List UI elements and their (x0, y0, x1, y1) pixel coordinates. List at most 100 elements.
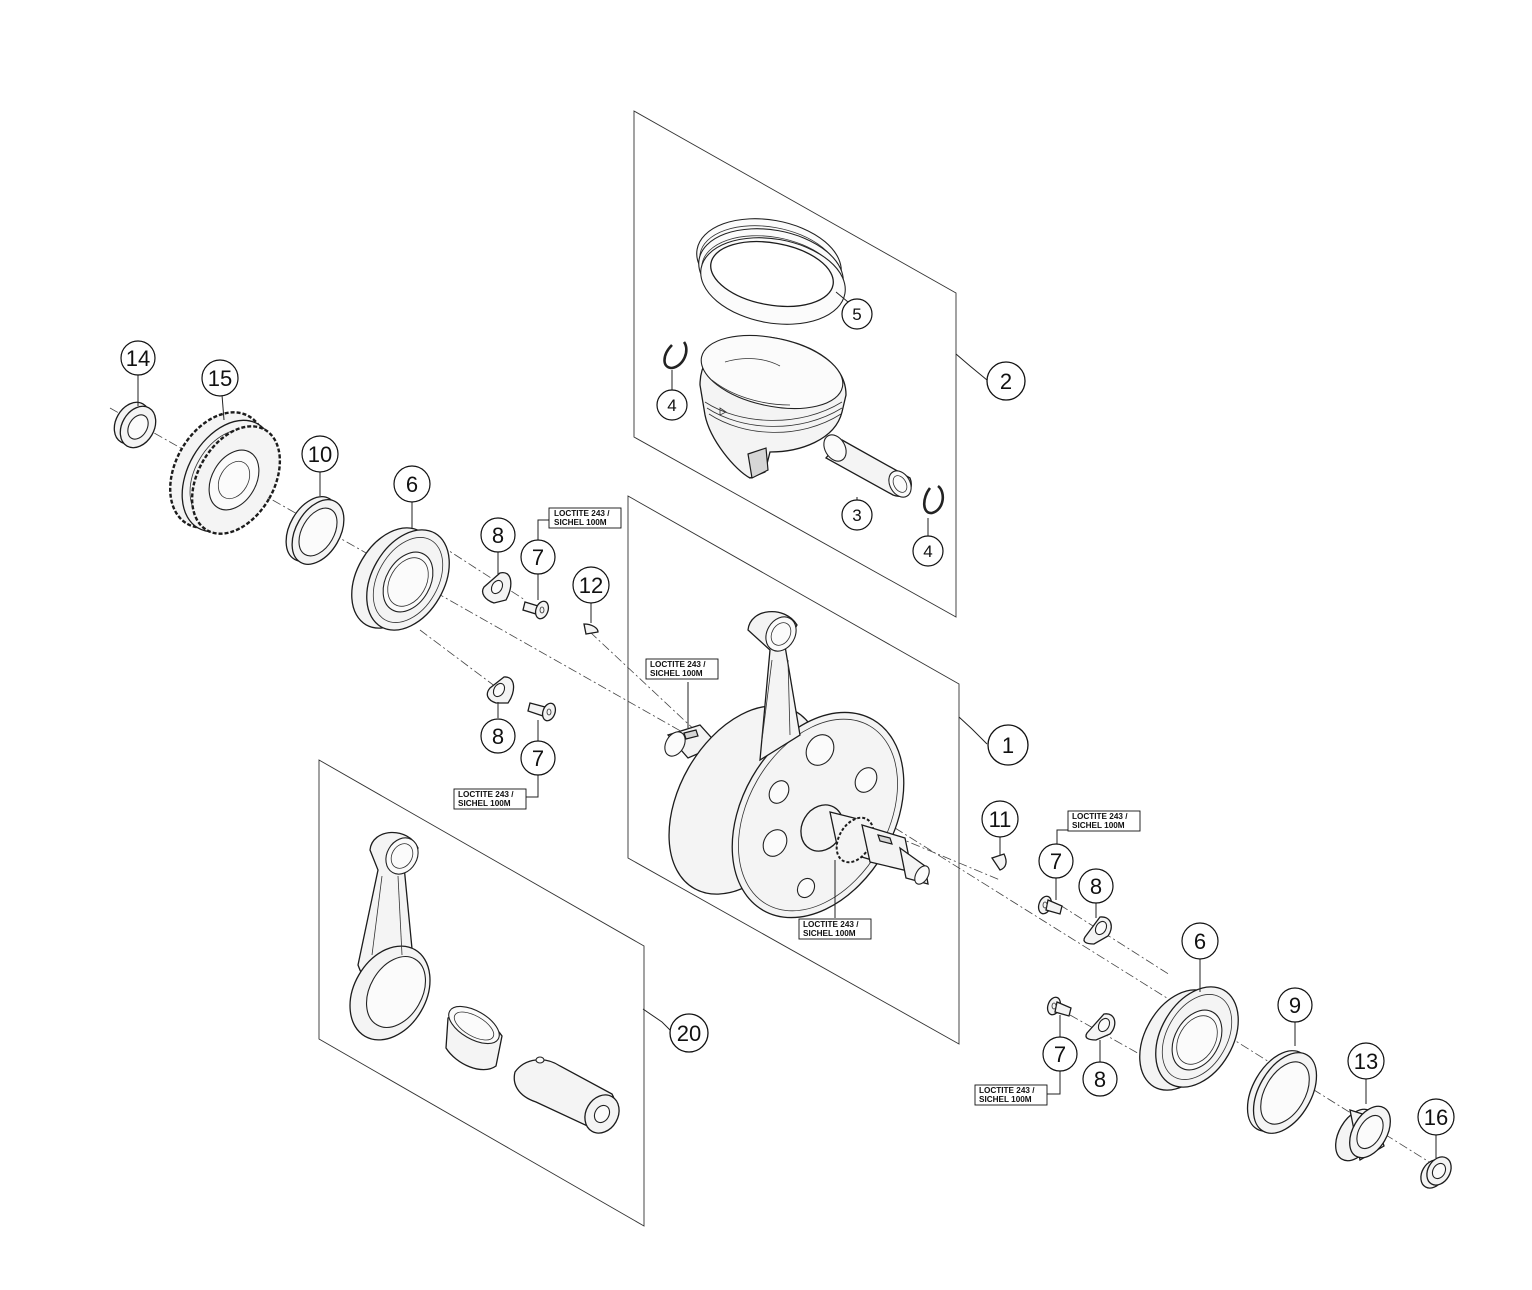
right-main-bearing-6 (1139, 986, 1239, 1091)
callout-8-c[interactable]: 8 (1078, 868, 1114, 904)
screw-7c (1037, 895, 1063, 915)
note-loctite-6: LOCTITE 243 / SICHEL 100M (974, 1084, 1048, 1106)
callout-4-lower-label: 4 (923, 542, 932, 561)
left-main-bearing-6 (351, 527, 450, 631)
note-loctite-3-line2: SICHEL 100M (458, 799, 511, 808)
callout-4-upper[interactable]: 4 (656, 389, 688, 421)
callout-7-c[interactable]: 7 (1038, 843, 1074, 879)
callout-13-label: 13 (1354, 1049, 1378, 1074)
note-loctite-5-line1: LOCTITE 243 / (1072, 812, 1128, 821)
callout-15[interactable]: 15 (201, 359, 239, 397)
retainer-plate-8d (1085, 1013, 1116, 1041)
screw-7d (1046, 996, 1072, 1017)
note-loctite-6-line2: SICHEL 100M (979, 1095, 1032, 1104)
callout-7-d-label: 7 (1054, 1042, 1066, 1067)
right-spacer-13 (1335, 1105, 1391, 1162)
callout-9[interactable]: 9 (1277, 987, 1313, 1023)
callout-4-upper-label: 4 (667, 396, 676, 415)
callout-12[interactable]: 12 (572, 566, 610, 604)
retainer-plate-8b (486, 676, 515, 704)
callout-13[interactable]: 13 (1347, 1042, 1385, 1080)
left-nut-14 (113, 401, 157, 449)
key-axis-12 (589, 631, 701, 736)
piston (699, 334, 847, 479)
callout-8-a[interactable]: 8 (480, 517, 516, 553)
left-shaft-axis (109, 407, 701, 743)
note-loctite-1-line1: LOCTITE 243 / (554, 509, 610, 518)
callout-16-label: 16 (1424, 1105, 1448, 1130)
connecting-rod (349, 831, 431, 1041)
callout-14[interactable]: 14 (120, 340, 156, 376)
callout-20[interactable]: 20 (669, 1013, 709, 1053)
callout-8-c-label: 8 (1090, 874, 1102, 899)
callout-8-d[interactable]: 8 (1082, 1061, 1118, 1097)
right-shaft-seal-9 (1246, 1050, 1318, 1134)
piston-kit-frame (633, 110, 957, 618)
note-loctite-2-line2: SICHEL 100M (650, 669, 703, 678)
note-loctite-1-line2: SICHEL 100M (554, 518, 607, 527)
screw-7a (522, 600, 550, 620)
callout-5[interactable]: 5 (841, 298, 873, 330)
note-loctite-5: LOCTITE 243 / SICHEL 100M (1067, 810, 1141, 832)
callout-6-left[interactable]: 6 (393, 465, 431, 503)
note-loctite-3-line1: LOCTITE 243 / (458, 790, 514, 799)
piston-rings (696, 218, 846, 325)
piston-pin (823, 434, 912, 498)
conrod-kit-frame (318, 759, 645, 1227)
callout-8-a-label: 8 (492, 523, 504, 548)
callout-7-b-label: 7 (532, 746, 544, 771)
callout-2-label: 2 (1000, 369, 1012, 394)
note-loctite-2: LOCTITE 243 / SICHEL 100M (645, 658, 719, 680)
callout-6-right-label: 6 (1194, 929, 1206, 954)
callout-7-c-label: 7 (1050, 849, 1062, 874)
screw-7b (527, 702, 557, 722)
callout-8-b[interactable]: 8 (480, 718, 516, 754)
callout-7-a[interactable]: 7 (520, 539, 556, 575)
callout-11-label: 11 (989, 807, 1012, 832)
circlip-upper (663, 341, 688, 370)
note-loctite-3: LOCTITE 243 / SICHEL 100M (453, 788, 527, 810)
right-nut-16 (1420, 1156, 1452, 1189)
callout-15-label: 15 (208, 366, 232, 391)
callout-8-d-label: 8 (1094, 1067, 1106, 1092)
callout-7-d[interactable]: 7 (1042, 1036, 1078, 1072)
callout-16[interactable]: 16 (1417, 1098, 1455, 1136)
primary-gear-15 (169, 411, 282, 535)
callout-4-lower[interactable]: 4 (912, 535, 944, 567)
callout-8-b-label: 8 (492, 724, 504, 749)
bearing-axis-lower (419, 629, 501, 691)
callout-20-label: 20 (677, 1021, 701, 1046)
crank-pin (513, 1056, 620, 1134)
note-loctite-4: LOCTITE 243 / SICHEL 100M (798, 918, 872, 940)
note-loctite-6-line1: LOCTITE 243 / (979, 1086, 1035, 1095)
note-loctite-4-line2: SICHEL 100M (803, 929, 856, 938)
callout-7-b[interactable]: 7 (520, 740, 556, 776)
note-loctite-1: LOCTITE 243 / SICHEL 100M (548, 507, 622, 529)
leader-lines (137, 291, 1437, 1158)
left-shaft-seal-10 (285, 496, 345, 565)
woodruff-key-11 (990, 853, 1007, 871)
callout-10-label: 10 (308, 442, 332, 467)
callout-5-label: 5 (852, 305, 861, 324)
circlip-lower (922, 484, 945, 515)
retainer-plate-8a (481, 572, 512, 604)
callout-1-label: 1 (1002, 733, 1014, 758)
callout-2[interactable]: 2 (986, 361, 1026, 401)
callout-6-right[interactable]: 6 (1181, 922, 1219, 960)
callout-10[interactable]: 10 (301, 435, 339, 473)
crankshaft (664, 610, 930, 919)
callout-12-label: 12 (579, 573, 603, 598)
callout-1[interactable]: 1 (987, 724, 1029, 766)
woodruff-key-12 (583, 623, 599, 635)
callout-3[interactable]: 3 (841, 499, 873, 531)
retainer-plate-8c (1083, 916, 1112, 945)
callout-14-label: 14 (126, 346, 150, 371)
note-loctite-5-line2: SICHEL 100M (1072, 821, 1125, 830)
bearing-axis-right-upper (1059, 904, 1171, 976)
big-end-bearing (445, 1005, 503, 1071)
note-loctite-4-line1: LOCTITE 243 / (803, 920, 859, 929)
callout-6-left-label: 6 (406, 472, 418, 497)
callout-7-a-label: 7 (532, 545, 544, 570)
callout-11[interactable]: 11 (981, 800, 1019, 838)
